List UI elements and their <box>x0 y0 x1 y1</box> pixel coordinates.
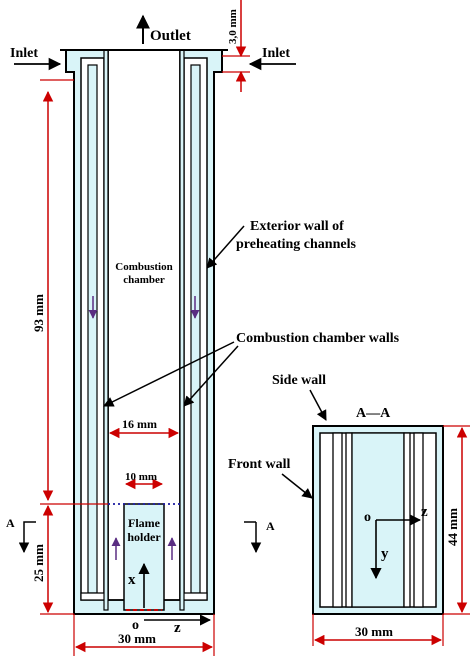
section-marker-left <box>23 521 36 536</box>
section-height-label: 44 mm <box>445 508 460 546</box>
front-wall-label: Front wall <box>228 457 290 472</box>
axis-o-label: o <box>132 618 139 633</box>
combustion-label-1: Combustion <box>115 261 172 273</box>
dim-height-label: 93 mm <box>31 294 46 332</box>
exterior-label-1: Exterior wall of <box>250 219 344 234</box>
chamber-walls-callout-left <box>103 341 235 407</box>
section-o-label: o <box>364 510 371 525</box>
combustor-body <box>60 49 228 615</box>
section-a-right: A <box>266 519 275 533</box>
inlet-left-label: Inlet <box>10 46 38 61</box>
dim-width-label: 30 mm <box>118 631 156 646</box>
chamber-wall-left <box>103 49 109 611</box>
chamber-walls-label: Combustion chamber walls <box>236 331 400 346</box>
exterior-wall-right <box>190 64 201 594</box>
dim-holder-label: 10 mm <box>125 471 157 483</box>
combustion-label-2: chamber <box>123 274 165 286</box>
front-wall-callout <box>281 473 313 499</box>
section-a-left: A <box>6 516 15 530</box>
section-strip-1 <box>332 432 343 608</box>
section-z-label: z <box>421 504 428 520</box>
flame-label-1: Flame <box>128 516 161 530</box>
exterior-wall-left <box>87 64 98 594</box>
section-strip-2 <box>345 432 353 608</box>
chamber-wall-right <box>179 49 185 611</box>
exterior-label-2: preheating channels <box>236 237 356 252</box>
dim-bottom-label: 25 mm <box>31 544 46 582</box>
side-wall-label: Side wall <box>272 373 326 388</box>
dim-chamber-label: 16 mm <box>122 417 157 431</box>
axis-x-label: x <box>128 572 136 588</box>
inlet-right-label: Inlet <box>262 46 290 61</box>
flame-label-2: holder <box>127 530 161 544</box>
chamber-walls-callout-right <box>183 345 239 407</box>
axis-z-label: z <box>174 620 181 636</box>
side-wall-callout <box>309 389 327 421</box>
section-title: A—A <box>356 406 391 421</box>
section-width-label: 30 mm <box>355 624 393 639</box>
section-y-label: y <box>381 546 389 562</box>
dim-top-label: 3,0 mm <box>227 9 239 44</box>
exterior-callout <box>206 225 245 269</box>
outlet-label: Outlet <box>150 28 191 44</box>
